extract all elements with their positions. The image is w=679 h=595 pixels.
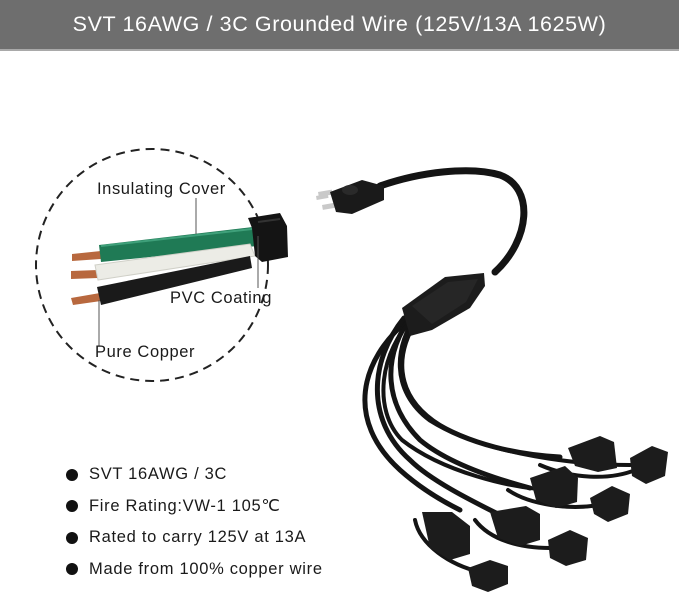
spec-text: SVT 16AWG / 3C (89, 465, 228, 484)
spec-text: Made from 100% copper wire (89, 559, 323, 578)
product-image-area: Insulating Cover PVC Coating Pure Copper… (0, 51, 679, 595)
outlet-5 (490, 506, 540, 546)
spec-text: Rated to carry 125V at 13A (89, 528, 307, 547)
spec-list: SVT 16AWG / 3C Fire Rating:VW-1 105℃ Rat… (66, 459, 323, 585)
label-pvc-coating: PVC Coating (170, 289, 272, 307)
callout-circle (35, 148, 269, 382)
outlet-8 (468, 560, 508, 592)
bullet-icon (66, 500, 78, 513)
product-illustration (35, 148, 668, 592)
outlet-4 (590, 486, 630, 522)
wire-detail-icon (71, 213, 288, 305)
label-pure-copper: Pure Copper (95, 343, 196, 361)
spec-item: SVT 16AWG / 3C (66, 459, 323, 491)
outlet-icons (422, 436, 668, 592)
spec-item: Rated to carry 125V at 13A (66, 522, 323, 554)
splitter-hub-icon (402, 273, 485, 336)
bullet-icon (66, 468, 78, 481)
plug-icon (316, 180, 384, 214)
header-title: SVT 16AWG / 3C Grounded Wire (125V/13A 1… (72, 12, 607, 36)
label-insulating-cover: Insulating Cover (97, 180, 226, 198)
bullet-icon (66, 563, 78, 576)
outlet-7 (422, 512, 470, 560)
outlet-6 (548, 530, 588, 566)
spec-item: Fire Rating:VW-1 105℃ (66, 491, 323, 523)
outlet-3 (530, 466, 578, 508)
outlet-1 (568, 436, 617, 472)
outlet-2 (630, 446, 668, 484)
spec-item: Made from 100% copper wire (66, 554, 323, 586)
bullet-icon (66, 531, 78, 544)
header-banner: SVT 16AWG / 3C Grounded Wire (125V/13A 1… (0, 0, 679, 51)
spec-text: Fire Rating:VW-1 105℃ (89, 497, 281, 516)
